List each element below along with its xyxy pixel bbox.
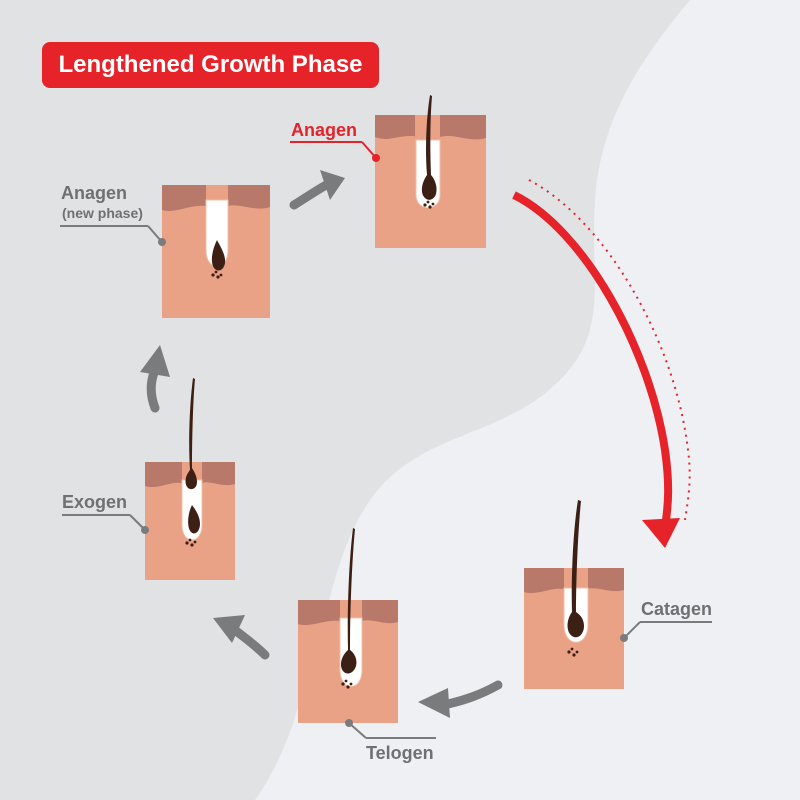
follicle-exogen xyxy=(145,378,235,580)
arrow-catagen-to-telogen xyxy=(418,680,503,718)
label-exogen: Exogen xyxy=(62,492,128,512)
label-anagen-new: Anagen xyxy=(61,183,128,203)
leader-exogen xyxy=(62,514,149,534)
follicle-telogen xyxy=(298,528,398,723)
title-badge: Lengthened Growth Phase xyxy=(42,42,379,88)
red-lengthened-arrow xyxy=(512,179,691,548)
leader-anagen-new xyxy=(60,225,166,246)
arrow-new-to-anagen xyxy=(289,170,345,210)
leader-catagen xyxy=(620,621,712,642)
arrow-exogen-to-new xyxy=(140,345,170,413)
arrow-telogen-to-exogen xyxy=(213,615,270,660)
label-telogen: Telogen xyxy=(366,743,434,763)
label-anagen: Anagen xyxy=(291,120,358,140)
leader-telogen xyxy=(345,719,436,739)
follicle-catagen xyxy=(524,500,624,689)
leader-anagen xyxy=(290,141,380,162)
follicle-anagen-new xyxy=(162,185,270,318)
follicle-anagen xyxy=(375,95,486,248)
label-anagen-new-sub: (new phase) xyxy=(62,205,143,221)
label-catagen: Catagen xyxy=(641,599,713,619)
